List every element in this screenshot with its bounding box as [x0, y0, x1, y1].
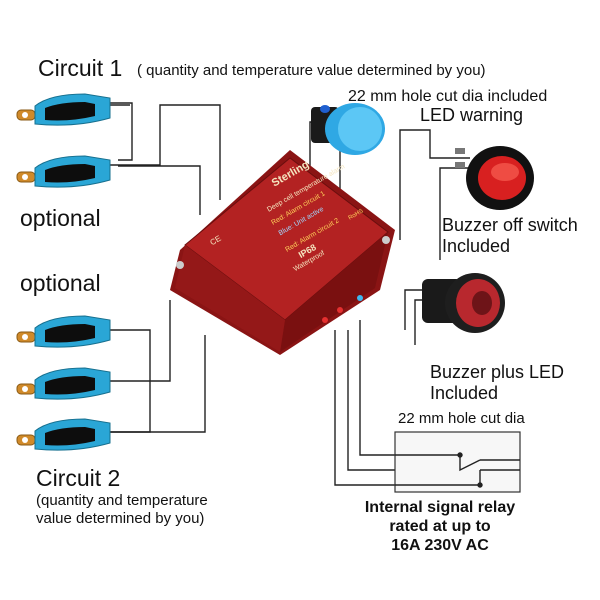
- relay-hole-label: 22 mm hole cut dia: [398, 410, 525, 427]
- wire-relay-1: [347, 330, 395, 471]
- temperature-sensor-2: [16, 155, 111, 188]
- optional-label-top: optional: [20, 205, 101, 231]
- led-warning-label: LED warning: [420, 105, 524, 125]
- relay-line-2: rated at up to: [389, 518, 491, 535]
- buzzer-plus-led: [422, 273, 505, 333]
- relay-line-3: 16A 230V AC: [391, 537, 489, 554]
- buzzer-switch-label: Buzzer off switch: [442, 215, 578, 235]
- wire-sensor-1: [108, 102, 133, 161]
- relay-contact-icon: [395, 454, 481, 472]
- relay-description: Internal signal relay rated at up to 16A…: [340, 498, 540, 555]
- temperature-sensor-1: [16, 93, 111, 126]
- led-warning-lamp: [311, 103, 385, 155]
- temperature-sensor-3: [16, 315, 111, 348]
- circuit2-note-1: (quantity and temperature: [36, 492, 208, 509]
- led-hole-label: 22 mm hole cut dia included: [348, 88, 548, 105]
- buzzer-off-switch: [455, 146, 534, 210]
- circuit1-title: Circuit 1: [38, 55, 123, 81]
- circuit2-title: Circuit 2: [36, 465, 121, 491]
- wire-relay-2: [334, 330, 395, 486]
- relay-line-1: Internal signal relay: [364, 499, 516, 516]
- wire-sensor-2: [108, 104, 221, 200]
- buzzer-led-included: Included: [430, 383, 499, 403]
- alarm-unit: [170, 150, 395, 355]
- circuit2-note-2: value determined by you): [36, 510, 205, 527]
- buzzer-switch-included: Included: [442, 236, 511, 256]
- temperature-sensor-5: [16, 418, 111, 451]
- optional-label-bottom: optional: [20, 270, 101, 296]
- circuit1-note: ( quantity and temperature value determi…: [137, 62, 486, 79]
- wire-sensor-4: [108, 300, 171, 382]
- wire-switch: [399, 129, 470, 240]
- relay-box: [394, 431, 521, 493]
- buzzer-led-label: Buzzer plus LED: [430, 362, 565, 382]
- wire-sensor-5: [110, 335, 206, 433]
- temperature-sensor-4: [16, 367, 111, 400]
